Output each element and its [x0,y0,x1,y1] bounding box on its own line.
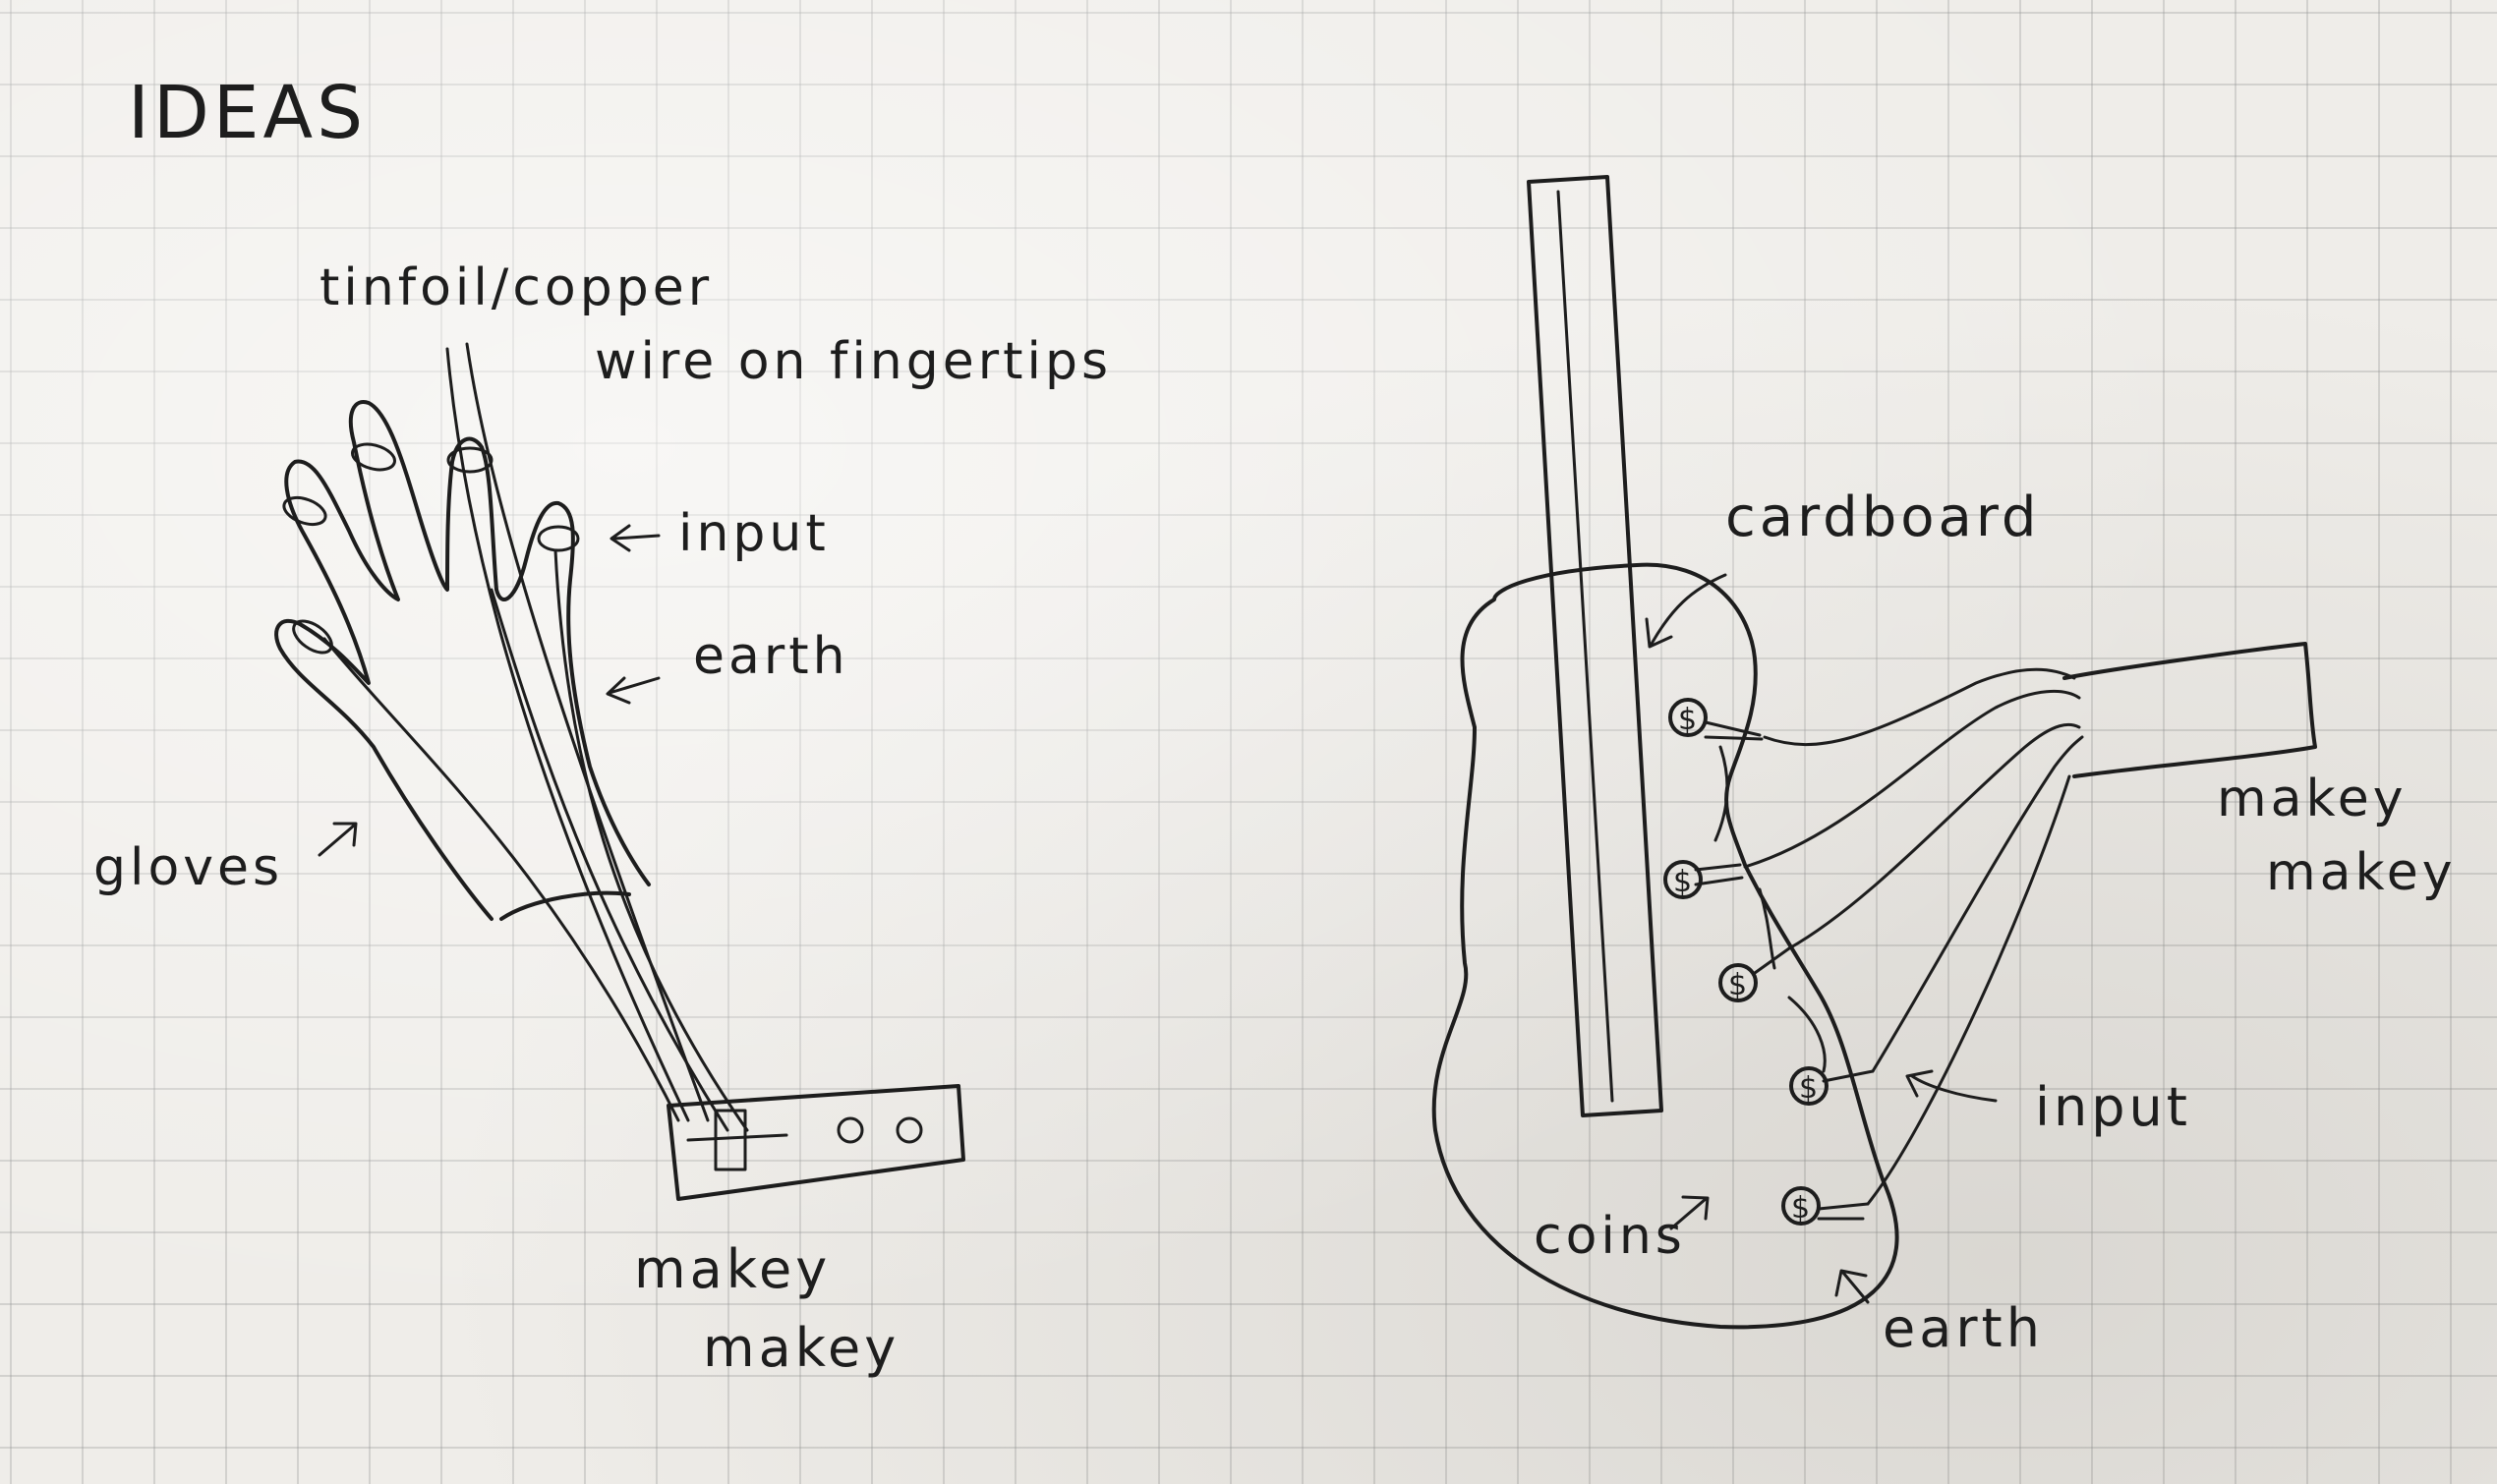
guitar-coins: $ $ $ $ $ [1663,698,1829,1226]
guitar-label-makey-2: makey [2266,843,2457,902]
fingertip-foil-5 [537,525,580,552]
guitar-label-input: input [2035,1076,2191,1138]
fingertip-foil-3 [351,442,396,472]
guitar-label-coins: coins [1534,1207,1686,1266]
glove-wrist-band [499,890,631,921]
guitar-cardboard-arrow [1645,573,1727,649]
guitar-body [1431,562,1899,1330]
glove-label-makey-1: makey [634,1238,831,1300]
coin-clip-2 [1694,863,1744,886]
guitar-label-earth: earth [1883,1297,2044,1359]
glove-label-input: input [678,504,830,563]
guitar-wire-5 [1866,774,2071,1206]
glove-wire-3 [322,637,680,1122]
coin-symbol-4: $ [1799,1071,1822,1106]
coin-1 [1668,698,1708,737]
coin-3 [1718,963,1758,1002]
glove-makey-hole-2 [896,1116,923,1144]
coin-clip-4 [1822,1069,1875,1083]
glove-label-tinfoil-2: wire on fingertips [595,332,1112,391]
glove-wire-4 [490,588,729,1132]
guitar-wire-3 [1787,722,2081,950]
glove-drawing [274,342,965,1201]
glove-makey-clip [686,1133,788,1142]
fingertip-foil-4 [446,446,494,474]
glove-earth-arrow [606,676,661,705]
guitar-label-makey-1: makey [2217,770,2408,828]
coin-symbol-2: $ [1673,865,1696,899]
guitar-ground-wire [1713,745,1827,1073]
guitar-wire-1 [1763,667,2076,747]
guitar-coins-arrow [1669,1195,1710,1230]
coin-symbol-3: $ [1728,968,1751,1002]
glove-label-makey-2: makey [703,1317,900,1379]
glove-makey-board [667,1084,965,1201]
glove-outline [274,400,651,921]
coin-4 [1789,1066,1829,1106]
glove-label-earth: earth [693,627,849,686]
guitar-neck [1527,175,1663,1117]
coin-clip-5 [1817,1202,1870,1221]
glove-makey-hole-1 [837,1116,864,1144]
guitar-neck-edge [1556,190,1614,1103]
glove-wire-5 [553,548,749,1132]
guitar-input-arrow [1905,1069,1998,1103]
coin-symbol-5: $ [1791,1191,1814,1226]
glove-gloves-arrow [318,822,358,857]
glove-input-arrow [610,524,661,552]
glove-label-tinfoil-1: tinfoil/copper [319,258,713,317]
guitar-label-cardboard: cardboard [1725,485,2040,549]
glove-wire-1 [445,347,690,1122]
guitar-wire-2 [1743,689,2081,869]
coin-symbol-1: $ [1678,703,1701,737]
fingertip-foil-1 [292,619,333,655]
coin-clip-1 [1704,720,1764,741]
guitar-drawing: $ $ $ $ $ [1431,175,2317,1330]
guitar-earth-arrow [1834,1269,1870,1304]
page-title: IDEAS [128,71,367,155]
glove-label-gloves: gloves [93,838,283,897]
guitar-wire-4 [1871,735,2084,1073]
coin-2 [1663,860,1703,899]
fingertip-foil-2 [282,495,327,527]
coin-5 [1781,1186,1821,1226]
guitar-makey-board [2062,642,2317,778]
